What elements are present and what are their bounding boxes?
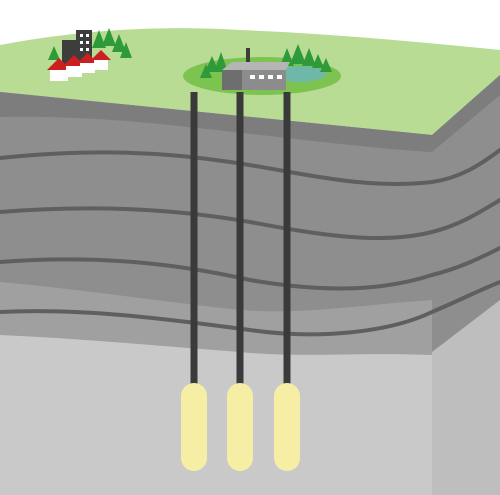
houses <box>47 50 111 81</box>
tree-icon <box>48 46 60 60</box>
house-roof <box>91 50 111 60</box>
house-icon <box>91 50 111 70</box>
factory-chimney <box>246 48 250 64</box>
tree-icon <box>200 64 212 78</box>
house-wall <box>80 61 95 73</box>
stratum-upper <box>0 92 432 312</box>
side-face-upper <box>432 75 500 352</box>
strata-line-3 <box>0 246 500 291</box>
tower-window <box>86 34 89 37</box>
tree-icon <box>320 58 332 72</box>
house-icon <box>77 53 98 73</box>
house-icon <box>47 58 71 81</box>
house-roof <box>63 55 85 66</box>
house-icon <box>63 55 85 77</box>
tree-icon <box>280 48 294 66</box>
tree-icon <box>120 42 132 58</box>
tower-window <box>80 34 83 37</box>
house-wall <box>50 68 68 81</box>
house-roof <box>47 58 71 70</box>
tree-icon <box>112 34 126 52</box>
factory-window <box>259 75 264 79</box>
factory-icon <box>222 48 290 90</box>
strata-line-2 <box>0 198 500 241</box>
house-roof <box>77 53 98 63</box>
tree-icon <box>290 44 306 64</box>
tower-window <box>80 48 83 51</box>
factory-windows <box>250 75 282 79</box>
tree-icon <box>312 54 324 68</box>
factory-window <box>250 75 255 79</box>
town <box>47 28 132 81</box>
factory-window <box>277 75 282 79</box>
storage-caverns <box>181 383 300 471</box>
house-wall <box>66 64 82 77</box>
tower-window <box>86 41 89 44</box>
site-pond <box>274 66 326 82</box>
house-wall <box>94 58 108 70</box>
tree-icon <box>302 48 316 66</box>
cavern-2 <box>227 383 253 471</box>
stratum-top <box>0 92 432 152</box>
factory-roof <box>222 62 290 70</box>
tree-icon <box>92 30 106 48</box>
industrial-site <box>183 44 341 95</box>
wells <box>190 92 291 390</box>
side-face-top <box>432 75 500 152</box>
town-trees <box>48 28 132 60</box>
factory-front <box>222 70 242 90</box>
site-trees <box>200 44 332 78</box>
strata-line-4 <box>0 280 500 337</box>
factory-window <box>268 75 273 79</box>
tree-icon <box>102 28 116 46</box>
tree-icon <box>214 52 228 72</box>
tower-window <box>86 48 89 51</box>
cavern-3 <box>274 383 300 471</box>
tower-windows <box>80 34 89 51</box>
tower-window <box>80 41 83 44</box>
cavern-1 <box>181 383 207 471</box>
